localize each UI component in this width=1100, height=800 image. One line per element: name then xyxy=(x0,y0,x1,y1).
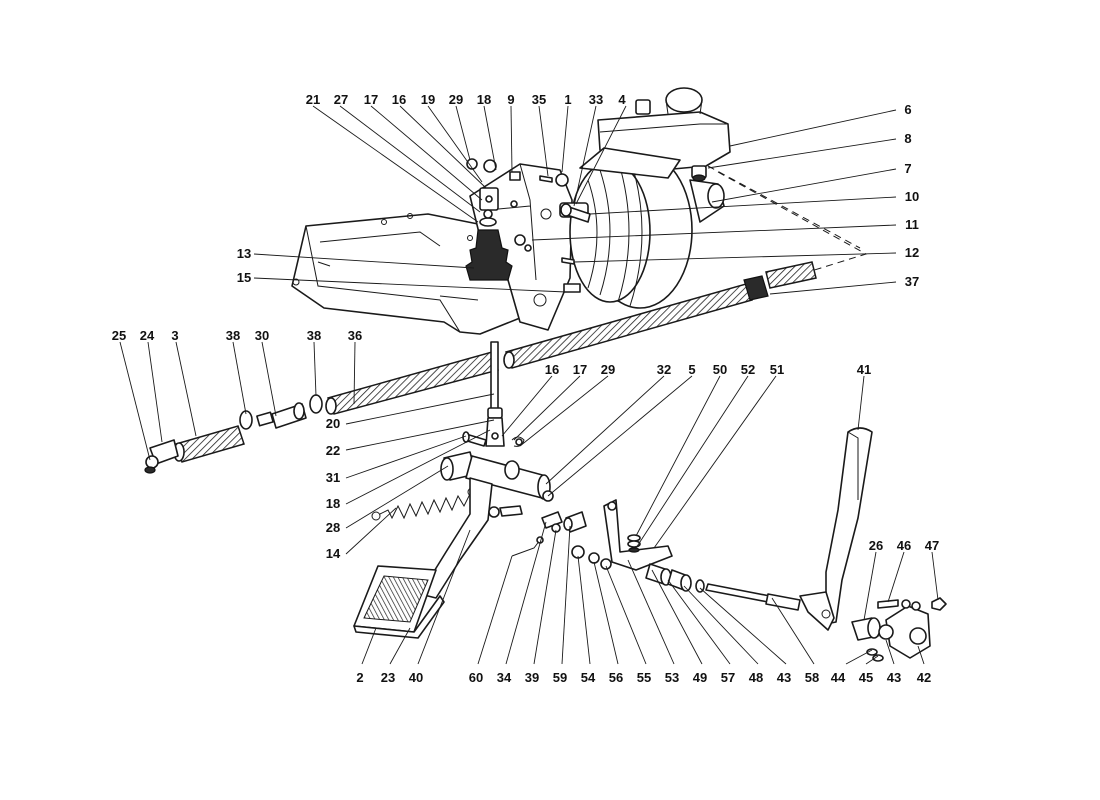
callout-40: 40 xyxy=(409,670,423,685)
callout-23: 23 xyxy=(381,670,395,685)
callout-18-b: 18 xyxy=(326,496,340,511)
callout-9: 9 xyxy=(507,92,514,107)
callout-16: 16 xyxy=(392,92,406,107)
callout-43: 43 xyxy=(777,670,791,685)
callout-2: 2 xyxy=(356,670,363,685)
callout-10: 10 xyxy=(905,189,919,204)
callout-19: 19 xyxy=(421,92,435,107)
throttle-rod xyxy=(705,583,801,611)
callout-16-b: 16 xyxy=(545,362,559,377)
cable-end-fitting xyxy=(144,439,179,474)
callout-labels: 21 27 17 16 19 29 18 9 35 1 33 4 6 8 7 1… xyxy=(112,92,939,685)
cable-sleeve-right xyxy=(743,261,817,301)
callout-38-b: 38 xyxy=(307,328,321,343)
cable-sheath-center xyxy=(325,351,499,415)
callout-25: 25 xyxy=(112,328,126,343)
callout-17-b: 17 xyxy=(573,362,587,377)
callout-21: 21 xyxy=(306,92,320,107)
pivot-bushing xyxy=(851,617,881,641)
callout-47: 47 xyxy=(925,538,939,553)
callout-43-b: 43 xyxy=(887,670,901,685)
callout-59: 59 xyxy=(553,670,567,685)
callout-29: 29 xyxy=(449,92,463,107)
callout-34: 34 xyxy=(497,670,512,685)
callout-29-b: 29 xyxy=(601,362,615,377)
callout-18: 18 xyxy=(477,92,491,107)
callout-55: 55 xyxy=(637,670,651,685)
callout-30: 30 xyxy=(255,328,269,343)
callout-33: 33 xyxy=(589,92,603,107)
throttle-bracket xyxy=(603,499,673,571)
pedal-pad xyxy=(353,565,445,639)
pedal-pivot-tube xyxy=(465,455,554,502)
accelerator-pedal xyxy=(799,427,873,631)
callout-4: 4 xyxy=(618,92,626,107)
clip-parts xyxy=(511,436,525,447)
callout-28: 28 xyxy=(326,520,340,535)
callout-37: 37 xyxy=(905,274,919,289)
callout-12: 12 xyxy=(905,245,919,260)
upper-clevis-parts xyxy=(466,158,532,252)
callout-56: 56 xyxy=(609,670,623,685)
callout-3: 3 xyxy=(171,328,178,343)
master-cylinder xyxy=(579,147,681,179)
clutch-pedal-lever xyxy=(419,477,523,599)
washer-stack xyxy=(627,534,641,553)
throttle-spacers xyxy=(645,563,705,593)
callout-24: 24 xyxy=(140,328,155,343)
callout-50: 50 xyxy=(713,362,727,377)
callout-46: 46 xyxy=(897,538,911,553)
cable-sheath-left xyxy=(173,425,245,463)
callout-7: 7 xyxy=(904,161,911,176)
callout-58: 58 xyxy=(805,670,819,685)
pivot-hardware xyxy=(866,597,947,662)
callout-14: 14 xyxy=(326,546,341,561)
callout-31: 31 xyxy=(326,470,340,485)
callout-48: 48 xyxy=(749,670,763,685)
callout-51: 51 xyxy=(770,362,784,377)
callout-8: 8 xyxy=(904,131,911,146)
callout-49: 49 xyxy=(693,670,707,685)
callout-44: 44 xyxy=(831,670,846,685)
callout-38: 38 xyxy=(226,328,240,343)
leader-lines xyxy=(119,105,939,665)
callout-5: 5 xyxy=(688,362,695,377)
servo-bolts xyxy=(539,173,581,293)
callout-32: 32 xyxy=(657,362,671,377)
callout-57: 57 xyxy=(721,670,735,685)
callout-36: 36 xyxy=(348,328,362,343)
callout-60: 60 xyxy=(469,670,483,685)
callout-22: 22 xyxy=(326,443,340,458)
callout-13: 13 xyxy=(237,246,251,261)
cable-adjuster xyxy=(256,402,307,429)
callout-27: 27 xyxy=(334,92,348,107)
callout-35: 35 xyxy=(532,92,546,107)
callout-53: 53 xyxy=(665,670,679,685)
pushrod xyxy=(485,341,505,447)
callout-42: 42 xyxy=(917,670,931,685)
cable-clamp-left xyxy=(239,410,253,430)
pivot-pin xyxy=(560,203,591,223)
callout-52: 52 xyxy=(741,362,755,377)
callout-41: 41 xyxy=(857,362,871,377)
callout-54: 54 xyxy=(581,670,596,685)
callout-17: 17 xyxy=(364,92,378,107)
callout-11: 11 xyxy=(905,217,919,232)
rubber-gaiter xyxy=(465,217,513,281)
callout-26: 26 xyxy=(869,538,883,553)
callout-15: 15 xyxy=(237,270,251,285)
callout-39: 39 xyxy=(525,670,539,685)
callout-6: 6 xyxy=(904,102,911,117)
pivot-bracket xyxy=(878,605,931,659)
callout-45: 45 xyxy=(859,670,873,685)
cable-clamp xyxy=(309,394,323,414)
callout-20: 20 xyxy=(326,416,340,431)
reservoir-connector xyxy=(691,165,707,182)
callout-1: 1 xyxy=(564,92,571,107)
